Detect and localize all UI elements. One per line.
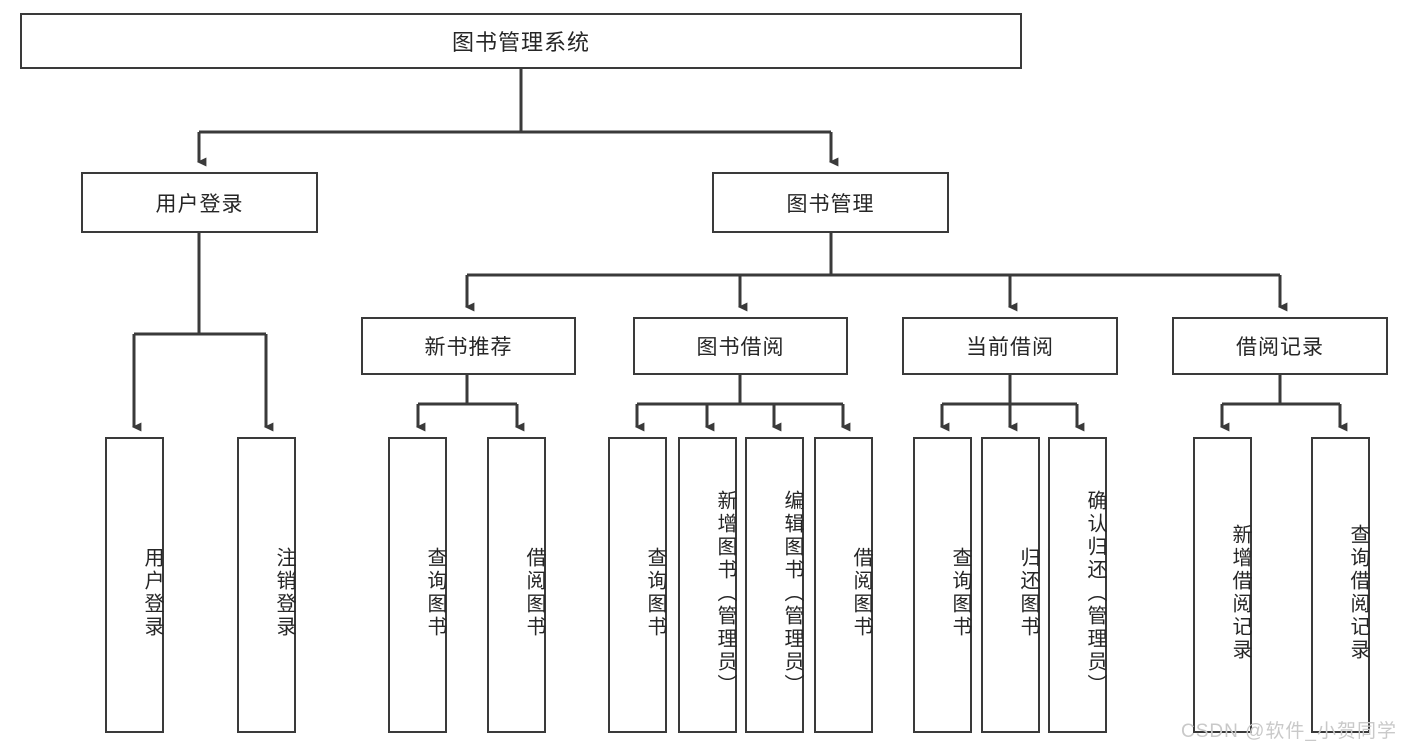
leaf-current-borrow-confirm-return[interactable]: 确认归还（管理员） xyxy=(1048,437,1107,733)
node-book-borrow[interactable]: 图书借阅 xyxy=(633,317,848,375)
watermark-text: CSDN @软件_小贺同学 xyxy=(1181,721,1397,742)
leaf-borrow-record-add[interactable]: 新增借阅记录 xyxy=(1193,437,1252,733)
leaf-new-book-borrow[interactable]: 借阅图书 xyxy=(487,437,546,733)
leaf-user-login-logout[interactable]: 注销登录 xyxy=(237,437,296,733)
leaf-user-login-login[interactable]: 用户登录 xyxy=(105,437,164,733)
leaf-book-borrow-query[interactable]: 查询图书 xyxy=(608,437,667,733)
leaf-book-borrow-borrow[interactable]: 借阅图书 xyxy=(814,437,873,733)
node-new-book-recommend[interactable]: 新书推荐 xyxy=(361,317,576,375)
leaf-current-borrow-query[interactable]: 查询图书 xyxy=(913,437,972,733)
node-book-management[interactable]: 图书管理 xyxy=(712,172,949,233)
node-user-login[interactable]: 用户登录 xyxy=(81,172,318,233)
node-borrow-record[interactable]: 借阅记录 xyxy=(1172,317,1388,375)
node-current-borrow[interactable]: 当前借阅 xyxy=(902,317,1118,375)
leaf-new-book-query[interactable]: 查询图书 xyxy=(388,437,447,733)
leaf-book-borrow-edit[interactable]: 编辑图书（管理员） xyxy=(745,437,804,733)
leaf-borrow-record-query[interactable]: 查询借阅记录 xyxy=(1311,437,1370,733)
node-root-system[interactable]: 图书管理系统 xyxy=(20,13,1022,69)
leaf-current-borrow-return[interactable]: 归还图书 xyxy=(981,437,1040,733)
leaf-book-borrow-add[interactable]: 新增图书（管理员） xyxy=(678,437,737,733)
